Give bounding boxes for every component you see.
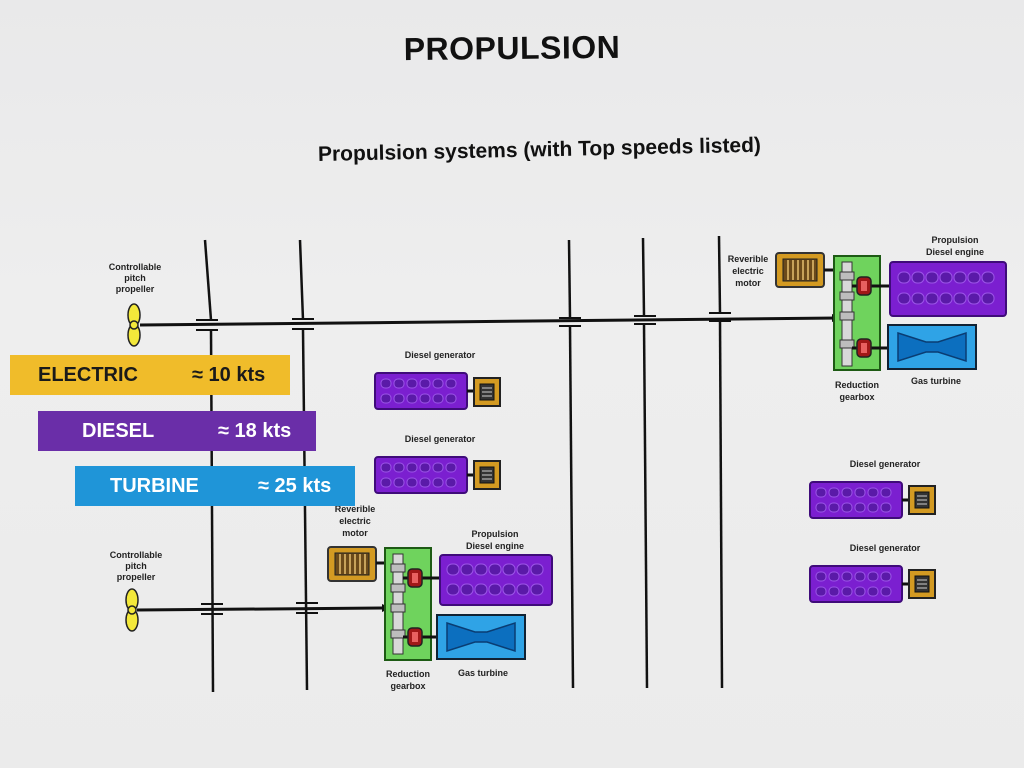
lower-motor-label-3: motor	[342, 528, 368, 538]
dg2-label: Diesel generator	[405, 434, 476, 444]
upper-motor-icon	[775, 252, 825, 288]
upper-propulsion-set: Reverible electric motor Propulsion Dies…	[728, 235, 1007, 402]
diesel-speed-banner: DIESEL ≈ 18 kts	[38, 411, 316, 451]
upper-gearbox-label-1: Reduction	[835, 380, 879, 390]
diesel-speed-name: DIESEL	[82, 419, 155, 442]
lower-gearbox-label-1: Reduction	[386, 669, 430, 679]
lower-motor-icon	[327, 546, 377, 582]
upper-cpp-label-2: pitch	[124, 273, 146, 283]
turbine-speed-value: ≈ 25 kts	[258, 474, 332, 497]
lower-propulsion-set: Reverible electric motor Propulsion Dies…	[327, 504, 553, 691]
upper-engine-label-1: Propulsion	[932, 235, 979, 245]
diesel-generator-2	[374, 456, 501, 494]
lower-propeller-icon	[125, 588, 139, 632]
upper-gas-turbine-label: Gas turbine	[911, 376, 961, 386]
electric-speed-value: ≈ 10 kts	[192, 363, 266, 386]
upper-motor-label-1: Reverible	[728, 254, 769, 264]
lower-shaft	[136, 606, 389, 612]
electric-speed-name: ELECTRIC	[38, 363, 138, 386]
lower-gas-turbine-label: Gas turbine	[458, 668, 508, 678]
dg3-label: Diesel generator	[850, 459, 921, 469]
lower-motor-label-2: electric	[339, 516, 371, 526]
upper-propeller-icon	[127, 303, 141, 347]
upper-gearbox-label-2: gearbox	[839, 392, 874, 402]
lower-gas-turbine-icon	[436, 614, 526, 660]
lower-cpp-label-3: propeller	[117, 572, 156, 582]
lower-gearbox-label-2: gearbox	[390, 681, 425, 691]
upper-cpp-label-3: propeller	[116, 284, 155, 294]
upper-cpp-label-1: Controllable	[109, 262, 162, 272]
lower-propulsion-diesel-engine	[439, 554, 553, 606]
dg4-label: Diesel generator	[850, 543, 921, 553]
lower-engine-label-1: Propulsion	[472, 529, 519, 539]
diesel-speed-value: ≈ 18 kts	[218, 419, 292, 442]
lower-cpp-label-2: pitch	[125, 561, 147, 571]
diesel-generator-3	[809, 481, 936, 519]
lower-cpp-label-1: Controllable	[110, 550, 163, 560]
dg1-label: Diesel generator	[405, 350, 476, 360]
upper-motor-label-2: electric	[732, 266, 764, 276]
electric-speed-banner: ELECTRIC ≈ 10 kts	[10, 355, 290, 395]
upper-engine-label-2: Diesel engine	[926, 247, 984, 257]
upper-propulsion-diesel-engine	[889, 261, 1007, 317]
upper-gas-turbine-icon	[887, 324, 977, 370]
upper-shaft	[139, 316, 839, 327]
lower-motor-label-1: Reverible	[335, 504, 376, 514]
diesel-generator-4	[809, 565, 936, 603]
lower-engine-label-2: Diesel engine	[466, 541, 524, 551]
diesel-generator-1	[374, 372, 501, 410]
turbine-speed-banner: TURBINE ≈ 25 kts	[75, 466, 355, 506]
turbine-speed-name: TURBINE	[110, 474, 199, 497]
upper-motor-label-3: motor	[735, 278, 761, 288]
